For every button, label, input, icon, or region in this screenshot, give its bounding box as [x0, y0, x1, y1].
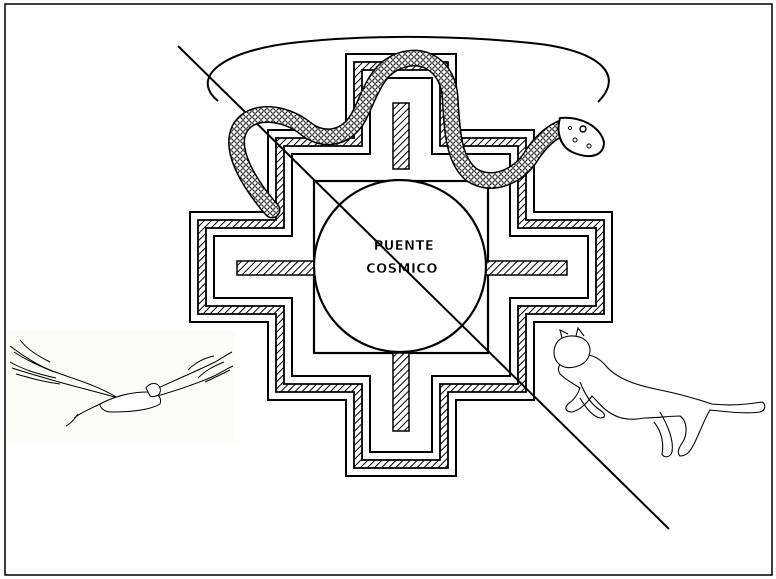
condor-figure — [7, 330, 235, 442]
arm-left — [237, 261, 319, 275]
center-label-line2: COSMICO — [366, 262, 438, 277]
puma-head — [554, 336, 590, 368]
arm-right — [484, 261, 567, 275]
arm-bottom — [393, 353, 409, 431]
snake-eye — [580, 126, 586, 132]
arm-top — [393, 103, 409, 169]
